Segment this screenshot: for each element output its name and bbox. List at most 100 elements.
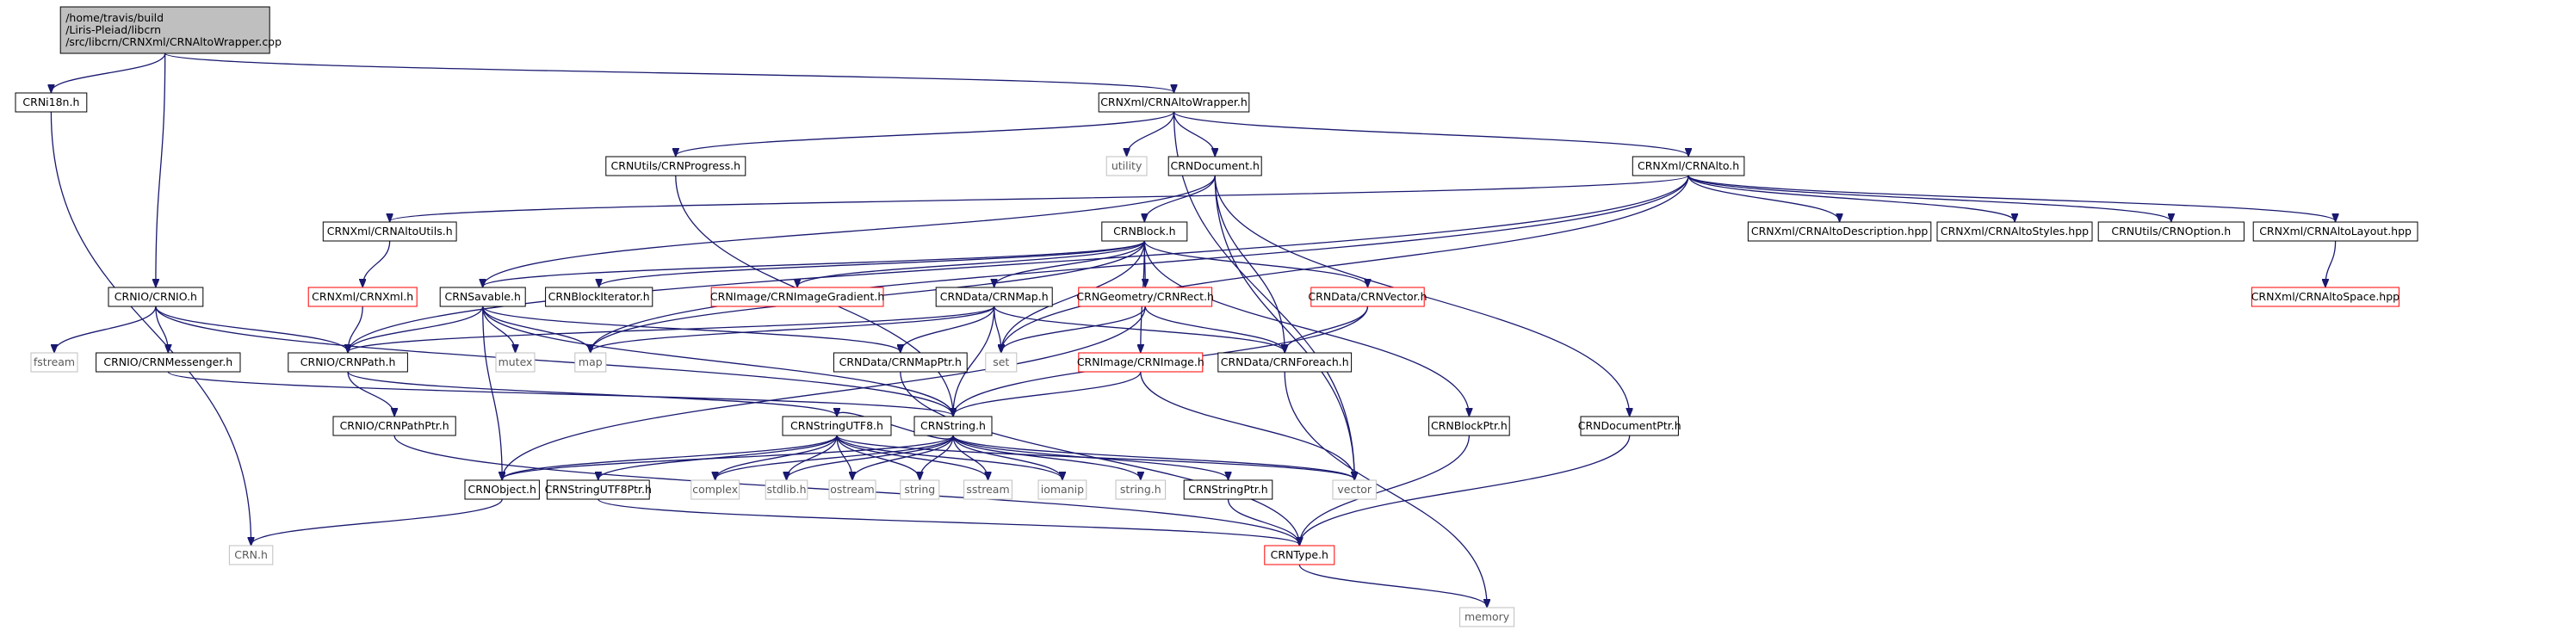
node-altostyles[interactable]: CRNXml/CRNAltoStyles.hpp [1936, 221, 2093, 242]
node-mutex: mutex [495, 352, 536, 373]
node-i18n[interactable]: CRNi18n.h [15, 92, 88, 113]
edge-string-to-stdstring [920, 435, 954, 479]
edge-altowrapper-to-alto [1173, 111, 1689, 156]
node-box [1580, 416, 1679, 436]
edge-stringutf8ptr-to-type [598, 498, 1300, 545]
node-iomanip: iomanip [1037, 479, 1087, 500]
node-savable[interactable]: CRNSavable.h [439, 287, 526, 307]
node-alto[interactable]: CRNXml/CRNAlto.h [1632, 156, 1745, 176]
edge-savable-to-object [482, 306, 503, 479]
edge-alto-to-option [1687, 175, 2171, 221]
node-object[interactable]: CRNObject.h [464, 479, 540, 500]
node-altodesc[interactable]: CRNXml/CRNAltoDescription.hpp [1747, 221, 1932, 242]
node-image[interactable]: CRNImage/CRNImage.h [1077, 352, 1204, 373]
node-box [1217, 352, 1353, 373]
node-altowrapper[interactable]: CRNXml/CRNAltoWrapper.h [1098, 92, 1250, 113]
node-box [690, 479, 740, 500]
node-box [935, 287, 1053, 307]
node-altolayout[interactable]: CRNXml/CRNAltoLayout.hpp [2252, 221, 2418, 242]
node-set: set [985, 352, 1018, 373]
edge-alto-to-path [348, 175, 1689, 352]
node-stringutf8ptr[interactable]: CRNStringUTF8Ptr.h [545, 479, 652, 500]
node-box [332, 416, 456, 436]
node-box [1115, 479, 1167, 500]
edge-crnmap-to-mapptr [901, 306, 995, 352]
node-box [574, 352, 607, 373]
edge-crnio-to-path [155, 306, 348, 352]
node-crnio[interactable]: CRNIO/CRNIO.h [108, 287, 204, 307]
node-label: CRNXml/CRNAltoDescription.hpp [1751, 225, 1929, 238]
node-altoutils[interactable]: CRNXml/CRNAltoUtils.h [322, 221, 457, 242]
node-option[interactable]: CRNUtils/CRNOption.h [2097, 221, 2245, 242]
node-sstream: sstream [963, 479, 1012, 500]
edge-altowrapper-to-vector [1173, 111, 1355, 479]
node-type[interactable]: CRNType.h [1264, 545, 1335, 565]
edge-string-to-stdlib [787, 435, 954, 479]
edge-savable-to-map [482, 306, 591, 352]
node-label: iomanip [1041, 483, 1084, 496]
node-box [307, 287, 418, 307]
node-stringptr[interactable]: CRNStringPtr.h [1183, 479, 1273, 500]
edge-savable-to-path [348, 306, 484, 352]
node-stdlib: stdlib.h [765, 479, 808, 500]
node-pathptr[interactable]: CRNIO/CRNPathPtr.h [332, 416, 456, 436]
node-box [1101, 221, 1188, 242]
node-documentptr[interactable]: CRNDocumentPtr.h [1578, 416, 1681, 436]
edge-rect-to-set [1001, 306, 1146, 352]
node-crnmap[interactable]: CRNData/CRNMap.h [935, 287, 1053, 307]
edge-string-to-complex [715, 435, 954, 479]
edge-stringutf8-to-complex [715, 435, 838, 479]
node-mapptr[interactable]: CRNData/CRNMapPtr.h [833, 352, 968, 373]
node-vectorh[interactable]: CRNData/CRNVector.h [1308, 287, 1427, 307]
node-blockptr[interactable]: CRNBlockPtr.h [1428, 416, 1510, 436]
node-label: CRNi18n.h [22, 96, 79, 108]
node-rect[interactable]: CRNGeometry/CRNRect.h [1076, 287, 1214, 307]
node-box [1167, 156, 1262, 176]
node-imggrad[interactable]: CRNImage/CRNImageGradient.h [710, 287, 884, 307]
node-box [913, 416, 993, 436]
node-path[interactable]: CRNIO/CRNPath.h [288, 352, 408, 373]
node-box [546, 479, 650, 500]
node-messenger[interactable]: CRNIO/CRNMessenger.h [96, 352, 241, 373]
node-altospace[interactable]: CRNXml/CRNAltoSpace.hpp [2251, 287, 2400, 307]
node-label: stdlib.h [766, 483, 806, 496]
edge-string-to-iomanip [952, 435, 1062, 479]
node-label: memory [1464, 610, 1510, 623]
node-box [710, 287, 884, 307]
edge-block-to-savable [483, 240, 1145, 287]
node-crnxml[interactable]: CRNXml/CRNXml.h [307, 287, 418, 307]
node-blockiter[interactable]: CRNBlockIterator.h [545, 287, 653, 307]
edge-root-to-altowrapper [164, 52, 1174, 92]
node-label: string [904, 483, 935, 496]
edge-vectorh-to-foreach [1285, 306, 1369, 352]
node-label: CRNStringPtr.h [1188, 483, 1267, 496]
edge-block-to-vectorh [1143, 240, 1367, 287]
node-stringh: string.h [1115, 479, 1167, 500]
edge-string-to-stringh [952, 435, 1141, 479]
node-string[interactable]: CRNString.h [913, 416, 993, 436]
node-label: /Liris-Pleiad/libcrn [65, 23, 161, 36]
node-root[interactable]: /home/travis/build/Liris-Pleiad/libcrn/s… [59, 6, 282, 54]
node-box [1183, 479, 1273, 500]
node-document[interactable]: CRNDocument.h [1167, 156, 1262, 176]
node-label: CRNDocument.h [1170, 159, 1259, 172]
edge-alto-to-altostyles [1687, 175, 2015, 221]
node-label: CRNImage/CRNImage.h [1077, 355, 1204, 368]
edge-root-to-i18n [51, 52, 166, 92]
node-stringutf8[interactable]: CRNStringUTF8.h [782, 416, 892, 436]
node-label: CRNXml/CRNAlto.h [1638, 159, 1739, 172]
edge-rect-to-foreach [1144, 306, 1285, 352]
node-label: CRNStringUTF8Ptr.h [545, 483, 652, 496]
edge-stringptr-to-type [1227, 498, 1300, 545]
edge-string-to-stringutf8 [837, 412, 954, 440]
node-box [228, 545, 274, 565]
node-label: CRNData/CRNForeach.h [1221, 355, 1349, 368]
edge-type-to-memory [1298, 564, 1487, 607]
edge-alto-to-map [591, 175, 1689, 352]
node-label: sstream [966, 483, 1009, 496]
node-progress[interactable]: CRNUtils/CRNProgress.h [605, 156, 746, 176]
node-foreach[interactable]: CRNData/CRNForeach.h [1217, 352, 1353, 373]
node-block[interactable]: CRNBlock.h [1101, 221, 1188, 242]
edge-altolayout-to-altospace [2325, 240, 2337, 287]
node-label: fstream [34, 355, 75, 368]
